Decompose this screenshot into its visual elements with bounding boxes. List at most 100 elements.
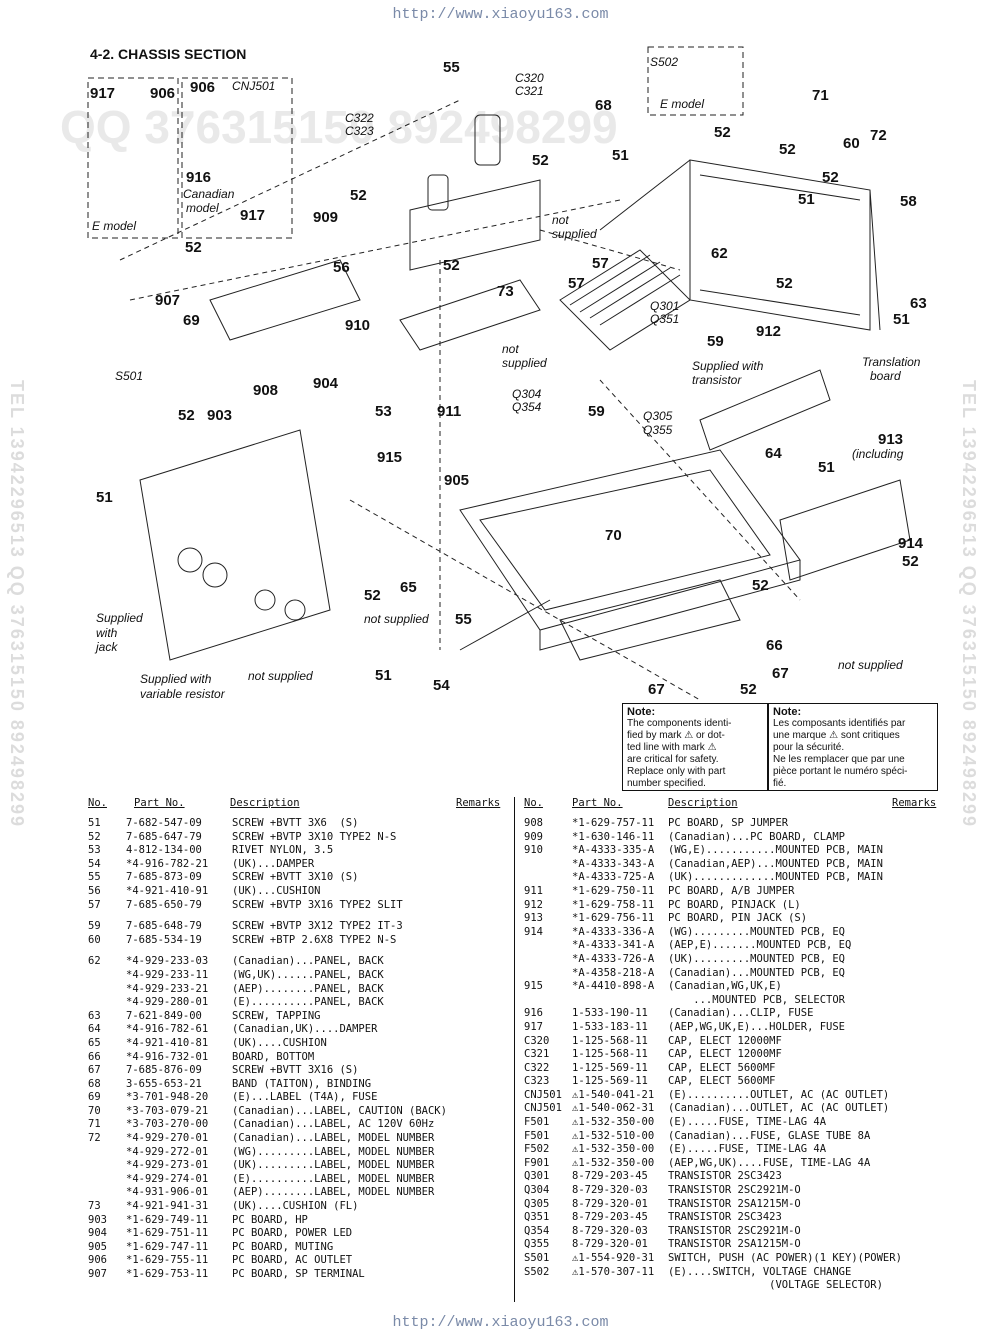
part-number-cell: *4-929-233-11 [126,968,209,981]
part-row: *4-929-280-01(E)..........PANEL, BACK [88,996,508,1010]
part-number-cell: *4-929-272-01 [126,1145,209,1158]
part-row: *A-4333-343-A(Canadian,AEP)...MOUNTED PC… [524,858,944,872]
part-number-cell: *4-916-782-21 [126,857,209,870]
description-cell: CAP, ELECT 5600MF [668,1061,776,1074]
description-cell: TRANSISTOR 2SA1215M-O [668,1238,801,1251]
description-cell: (E).....FUSE, TIME-LAG 4A [668,1143,827,1156]
label-not-supplied-a: not [552,213,569,227]
part-row: 72*4-929-270-01(Canadian)...LABEL, MODEL… [88,1132,508,1146]
description-cell: (E).....FUSE, TIME-LAG 4A [668,1116,827,1129]
callout-54: 54 [433,677,450,694]
label-not-supplied-c: not supplied [248,669,313,683]
part-row: *A-4333-725-A(UK).............MOUNTED PC… [524,871,944,885]
part-number-cell: 1-125-569-11 [572,1075,648,1088]
part-no-cell: 68 [88,1077,101,1090]
callout-51e: 51 [893,311,910,328]
part-no-cell: 71 [88,1118,101,1131]
part-number-cell: ⚠1-570-307-11 [572,1265,655,1278]
description-cell: CAP, ELECT 12000MF [668,1034,782,1047]
part-no-cell: CNJ501 [524,1102,562,1115]
part-number-cell: *1-629-750-11 [572,884,655,897]
safety-note-en: Note: The components identi-fied by mark… [622,703,768,791]
part-row: F501⚠1-532-510-00(Canadian)...FUSE, GLAS… [524,1130,944,1144]
part-no-cell: 67 [88,1064,101,1077]
callout-72: 72 [870,127,887,144]
description-cell: BAND (TAITON), BINDING [232,1077,372,1090]
part-no-cell: 911 [524,884,543,897]
part-row: 911 *1-629-750-11 PC BOARD, A/B JUMPER [524,885,944,899]
label-canadian: Canadian [183,187,235,201]
part-number-cell: *4-916-732-01 [126,1050,209,1063]
diagram-callouts: 917 906 906 CNJ501 916 Canadian model E … [90,55,927,700]
label-transistor: transistor [692,373,742,387]
callout-69: 69 [183,312,200,329]
part-no-cell: 69 [88,1091,101,1104]
part-no-cell: F901 [524,1156,550,1169]
description-cell: PC BOARD, A/B JUMPER [668,884,795,897]
part-number-cell: 1-533-190-11 [572,1007,648,1020]
callout-52c: 52 [364,587,381,604]
label-supplied: Supplied [96,611,143,625]
part-row: *A-4333-726-A(UK).........MOUNTED PCB, E… [524,953,944,967]
part-number-cell: ⚠1-532-350-00 [572,1116,655,1129]
part-row: 69*3-701-948-20(E)...LABEL (T4A), FUSE [88,1091,508,1105]
part-no-cell: 905 [88,1240,107,1253]
part-number-cell: *A-4333-343-A [572,857,655,870]
part-number-cell: ⚠1-554-920-31 [572,1252,655,1264]
part-no-cell: Q355 [524,1238,550,1251]
part-number-cell: *3-703-270-00 [126,1118,209,1131]
callout-55b: 55 [455,611,472,628]
part-number-cell: *A-4333-726-A [572,952,655,965]
part-row: 909*1-630-146-11(Canadian)...PC BOARD, C… [524,831,944,845]
description-cell: PC BOARD, AC OUTLET [232,1254,353,1267]
part-number-cell: *1-629-747-11 [126,1240,209,1253]
header-part-no-r: Part No. [572,797,623,809]
description-cell: SCREW +BVTT 3X6 (S) [232,817,359,829]
label-c320: C320 [515,71,544,85]
part-no-cell: Q304 [524,1184,550,1197]
header-url[interactable]: http://www.xiaoyu163.com [392,6,609,23]
callout-68: 68 [595,97,612,114]
callout-52k: 52 [902,553,919,570]
callout-63: 63 [910,295,927,312]
part-no-cell: 913 [524,912,543,925]
callout-52l: 52 [752,577,769,594]
part-no-cell: S501 [524,1252,550,1264]
callout-51a: 51 [96,489,113,506]
part-number-cell: 1-533-183-11 [572,1020,648,1033]
callout-59a: 59 [707,333,724,350]
callout-73: 73 [497,283,514,300]
description-cell: TRANSISTOR 2SC3423 [668,1211,782,1224]
footer-url[interactable]: http://www.xiaoyu163.com [392,1314,609,1331]
description-cell: SCREW +BVTT 3X10 (S) [232,871,359,884]
part-no-cell: 903 [88,1213,107,1226]
description-cell: (Canadian)...LABEL, CAUTION (BACK) [232,1104,447,1117]
description-cell: (UK).............MOUNTED PCB, MAIN [668,871,883,884]
part-row: 56*4-921-410-91(UK)...CUSHION [88,885,508,899]
part-number-cell: *1-629-751-11 [126,1227,209,1240]
label-c322: C322 [345,111,374,125]
part-row: CNJ501⚠1-540-041-21(E)..........OUTLET, … [524,1089,944,1103]
description-cell: TRANSISTOR 2SC2921M-O [668,1224,801,1237]
part-no-cell: S502 [524,1265,550,1278]
part-row: S502⚠1-570-307-11(E)....SWITCH, VOLTAGE … [524,1266,944,1280]
watermark-top: QQ 376315150 892498299 [60,101,618,153]
part-no-cell: Q351 [524,1211,550,1224]
part-number-cell: *A-4333-335-A [572,844,655,857]
callout-917: 917 [90,85,115,102]
part-number-cell: *4-921-941-31 [126,1200,209,1213]
part-row: 915*A-4410-898-A(Canadian,WG,UK,E) [524,980,944,994]
part-number-cell: *1-629-758-11 [572,898,655,911]
part-number-cell: 7-682-547-09 [126,817,202,829]
part-no-cell: 54 [88,857,101,870]
part-no-cell: 904 [88,1227,107,1240]
